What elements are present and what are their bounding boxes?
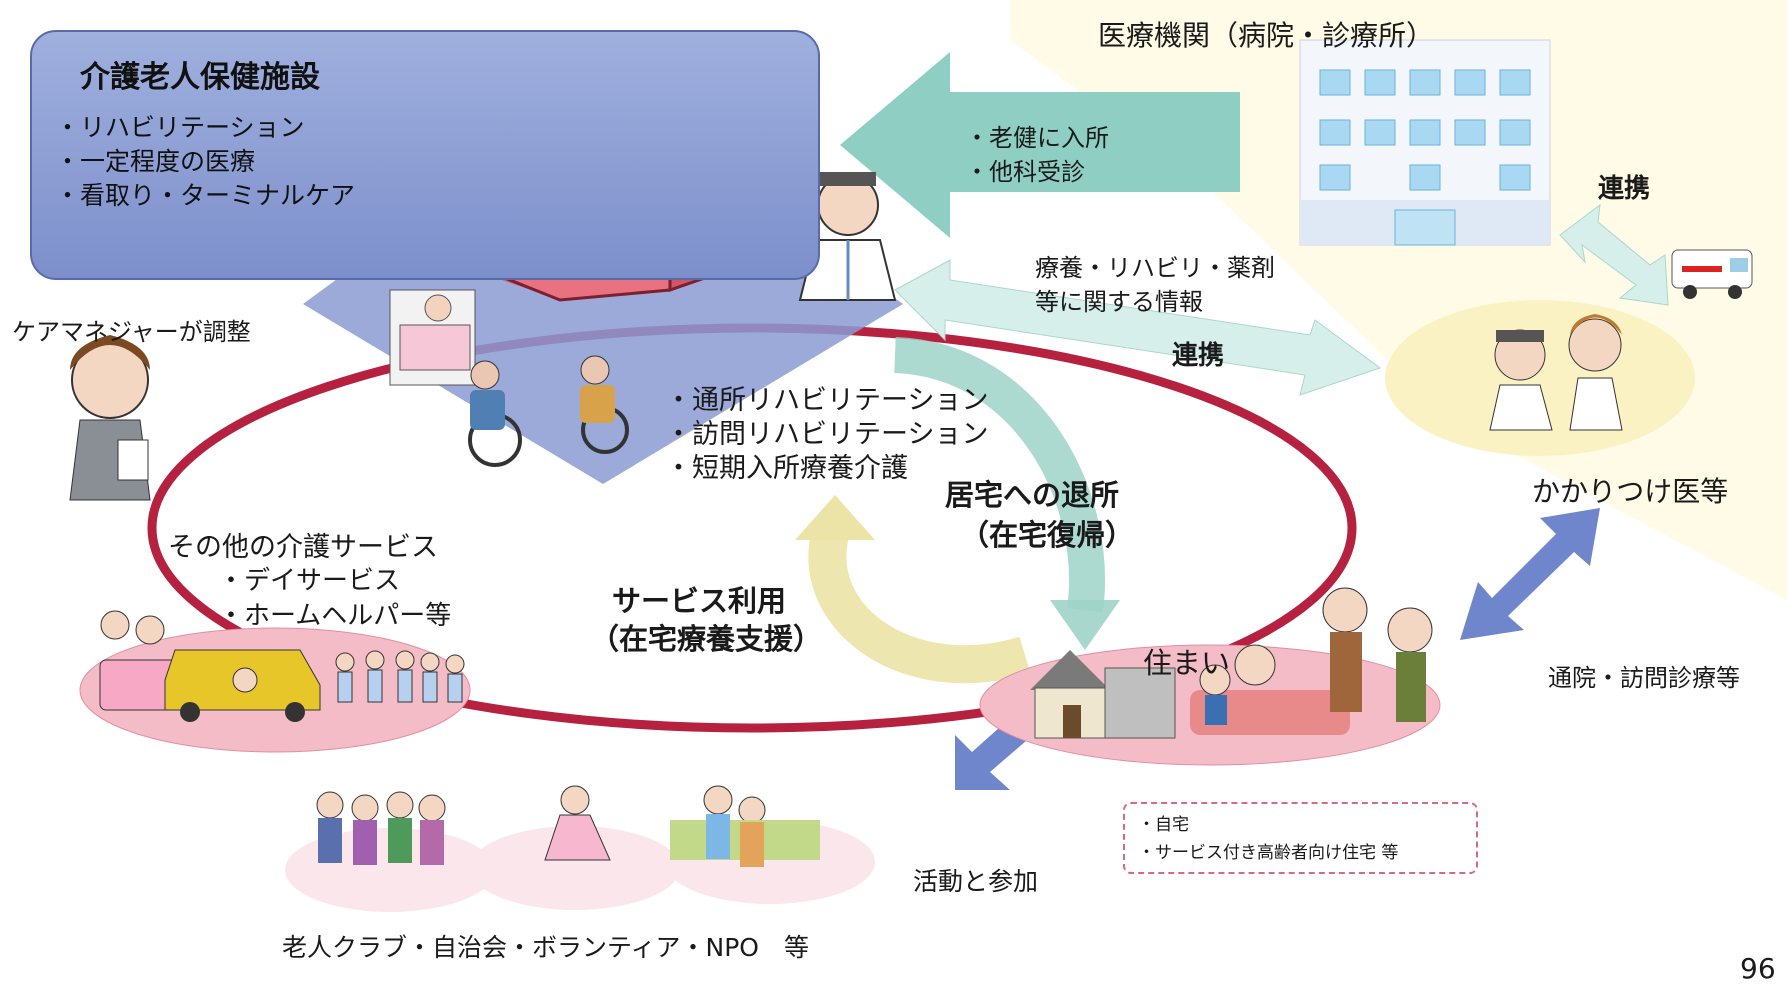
rehab-item: ・通所リハビリテーション (665, 385, 989, 416)
care-manager-label: ケアマネジャーが調整 (12, 318, 251, 346)
family-icon (1190, 587, 1433, 735)
bath-van-staff-icon (99, 610, 465, 722)
admission-arrow (840, 52, 1240, 238)
other-services-item: ・デイサービス (218, 566, 401, 596)
renkei-label-hospital: 連携 (1598, 174, 1651, 204)
facility-item: ・看取り・ターミナルケア (55, 181, 356, 210)
housing-item: ・自宅 (1138, 815, 1189, 835)
rehab-item: ・訪問リハビリテーション (665, 419, 989, 450)
care-manager-icon (69, 335, 151, 501)
doctor-icon (798, 172, 897, 301)
facility-item: ・一定程度の医療 (55, 147, 256, 176)
ambulance-icon (1671, 249, 1753, 299)
other-services-item: ・ホームヘルパー等 (218, 601, 452, 631)
bed-icon (389, 289, 476, 386)
discharge-sublabel: （在宅復帰） (960, 518, 1135, 552)
activity-label: 活動と参加 (913, 867, 1039, 896)
other-services-title: その他の介護サービス (168, 532, 438, 563)
gp-disc (1385, 300, 1695, 456)
housing-label: 住まい (1143, 646, 1231, 680)
rehab-item: ・短期入所療養介護 (665, 453, 908, 484)
renkei-label-gp: 連携 (1172, 341, 1225, 371)
hospital-title: 医療機関（病院・診療所） (1098, 19, 1435, 52)
community-label: 老人クラブ・自治会・ボランティア・NPO 等 (282, 933, 809, 962)
facility-box (30, 30, 820, 280)
admission-item: ・他科受診 (965, 158, 1085, 186)
admission-item: ・老健に入所 (965, 124, 1109, 152)
info-label-line: 等に関する情報 (1035, 288, 1203, 316)
discharge-arrow (893, 337, 1105, 613)
discharge-label: 居宅への退所 (945, 478, 1120, 512)
service-use-sublabel: （在宅療養支援） (590, 622, 823, 656)
hospital-gp-arrow (1559, 203, 1669, 306)
hospital-building-icon (1299, 39, 1551, 246)
info-exchange-arrow (894, 259, 1382, 396)
gp-label: かかりつけ医等 (1532, 475, 1729, 508)
house-icon (1030, 650, 1176, 739)
wheelchair-users-icon (468, 355, 629, 467)
visit-arrow (1460, 508, 1600, 640)
info-label-line: 療養・リハビリ・薬剤 (1035, 254, 1275, 282)
community-disc-2 (470, 826, 680, 910)
housing-callout (1123, 802, 1478, 874)
visit-label: 通院・訪問診療等 (1548, 664, 1740, 692)
facility-title: 介護老人保健施設 (80, 60, 320, 95)
gp-doctors-icon (1489, 314, 1623, 431)
community-people-icon (316, 785, 820, 867)
facility-item: ・リハビリテーション (55, 113, 305, 142)
housing-item: ・サービス付き高齢者向け住宅 等 (1138, 843, 1399, 863)
service-use-arrow (808, 530, 1031, 684)
page-number: 96 (1740, 952, 1776, 985)
service-use-label: サービス利用 (612, 584, 787, 618)
